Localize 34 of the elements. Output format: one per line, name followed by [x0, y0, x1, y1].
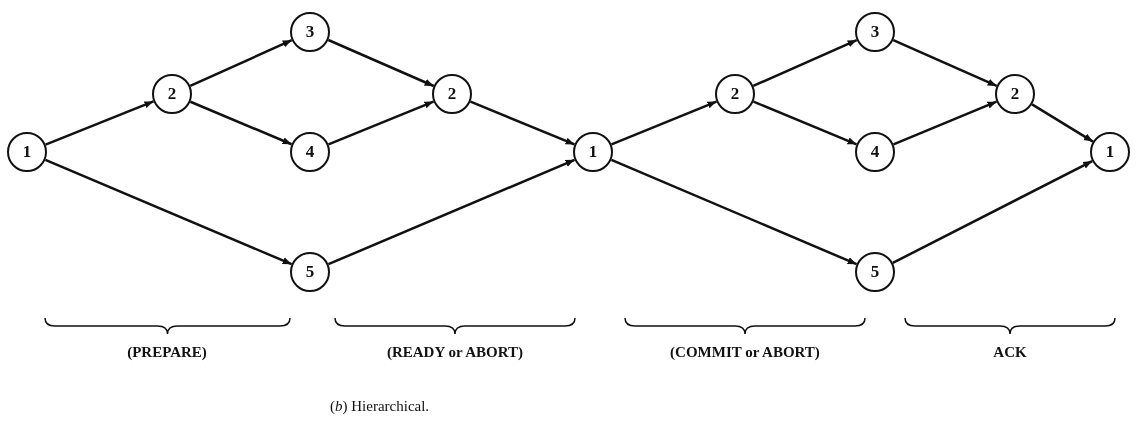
arrow [753, 100, 857, 146]
phase-label: (READY or ABORT) [386, 344, 524, 361]
arrow [44, 158, 293, 266]
arrow [470, 100, 575, 146]
node-circle: 1 [7, 132, 47, 172]
arrow [189, 39, 293, 87]
arrow [611, 100, 717, 146]
node-circle: 1 [573, 132, 613, 172]
node-circle: 4 [290, 132, 330, 172]
figure-caption: (b) Hierarchical. [330, 398, 430, 415]
arrow [892, 38, 998, 88]
arrow [45, 100, 154, 146]
node-circle: 2 [715, 74, 755, 114]
node-circle: 2 [152, 74, 192, 114]
phase-label: (COMMIT or ABORT) [670, 344, 820, 361]
node-circle: 2 [995, 74, 1035, 114]
node-circle: 5 [290, 252, 330, 292]
node-circle: 2 [432, 74, 472, 114]
arrow [752, 38, 858, 88]
phase-label: (PREPARE) [127, 344, 207, 361]
node-circle: 3 [290, 12, 330, 52]
node-circle: 3 [855, 12, 895, 52]
phase-label: ACK [993, 344, 1027, 361]
arrow [892, 160, 1093, 264]
arrow [328, 100, 434, 146]
arrow [893, 100, 997, 146]
arrow [1031, 103, 1094, 143]
arrow [189, 100, 293, 146]
arrow [327, 158, 576, 266]
node-circle: 1 [1090, 132, 1130, 172]
arrow [327, 38, 435, 88]
arrow [610, 158, 858, 266]
node-circle: 4 [855, 132, 895, 172]
node-circle: 5 [855, 252, 895, 292]
